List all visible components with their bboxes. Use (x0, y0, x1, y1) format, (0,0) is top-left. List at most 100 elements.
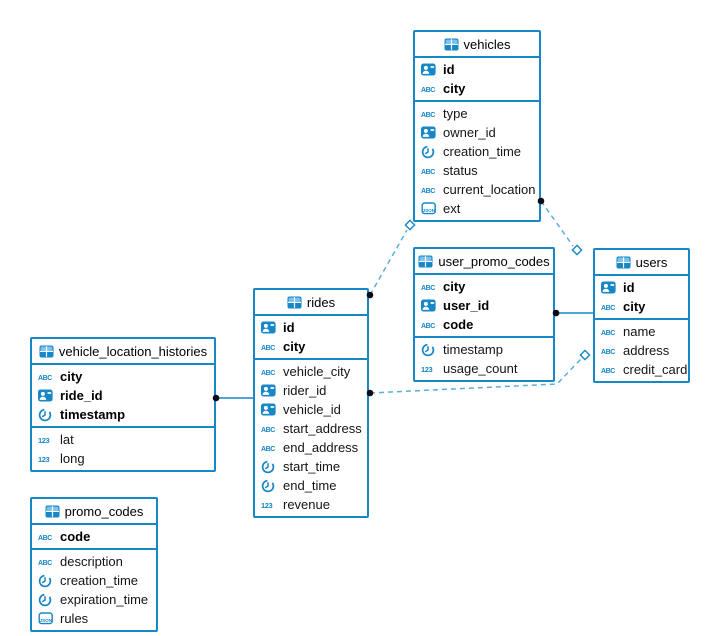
primary-key-column-code[interactable]: ABC code (415, 315, 553, 334)
table-icon (444, 38, 459, 51)
column-name: code (443, 317, 474, 332)
table-header-vehicles[interactable]: vehicles (415, 32, 539, 58)
svg-text:ABC: ABC (421, 323, 435, 330)
column-name: city (443, 279, 466, 294)
column-expiration_time[interactable]: expiration_time (32, 590, 156, 609)
column-long[interactable]: 123 long (32, 449, 214, 468)
primary-key-column-id[interactable]: id (255, 318, 367, 337)
varchar-icon: ABC (601, 302, 618, 312)
table-icon (616, 256, 631, 269)
json-icon: JSON (421, 202, 438, 215)
svg-text:ABC: ABC (421, 188, 435, 195)
primary-key-column-id[interactable]: id (415, 60, 539, 79)
column-creation_time[interactable]: creation_time (32, 571, 156, 590)
varchar-icon: ABC (38, 532, 55, 542)
column-timestamp[interactable]: timestamp (415, 340, 553, 359)
column-name: timestamp (443, 342, 503, 357)
primary-key-column-timestamp[interactable]: timestamp (32, 405, 214, 424)
table-title: user_promo_codes (438, 253, 550, 269)
table-icon (418, 255, 433, 268)
column-name: long (60, 451, 85, 466)
svg-text:ABC: ABC (38, 375, 52, 382)
timestamp-icon (38, 408, 55, 422)
column-name: current_location (443, 182, 536, 197)
column-revenue[interactable]: 123 revenue (255, 495, 367, 514)
relation-vehicles-to-users[interactable] (540, 200, 574, 247)
column-end_time[interactable]: end_time (255, 476, 367, 495)
relation-rides-to-vehicles[interactable] (369, 229, 408, 296)
varchar-icon: ABC (421, 84, 438, 94)
json-icon: JSON (38, 612, 55, 625)
column-vehicle_id[interactable]: vehicle_id (255, 400, 367, 419)
column-lat[interactable]: 123 lat (32, 430, 214, 449)
column-name: city (60, 369, 83, 384)
svg-text:ABC: ABC (601, 305, 615, 312)
svg-text:123: 123 (261, 501, 273, 510)
column-name: vehicle_id (283, 402, 341, 417)
numeric-icon: 123 (261, 500, 278, 510)
numeric-icon: 123 (38, 435, 55, 445)
table-header-rides[interactable]: rides (255, 290, 367, 316)
column-name: lat (60, 432, 74, 447)
id-badge-icon (421, 126, 438, 139)
svg-text:ABC: ABC (601, 349, 615, 356)
table-header-user_promo_codes[interactable]: user_promo_codes (415, 249, 553, 275)
primary-key-column-id[interactable]: id (595, 278, 688, 297)
column-name: revenue (283, 497, 330, 512)
svg-text:ABC: ABC (261, 370, 275, 377)
column-owner_id[interactable]: owner_id (415, 123, 539, 142)
column-current_location[interactable]: ABC current_location (415, 180, 539, 199)
column-start_time[interactable]: start_time (255, 457, 367, 476)
svg-text:ABC: ABC (421, 112, 435, 119)
varchar-icon: ABC (38, 557, 55, 567)
column-name: credit_card (623, 362, 688, 377)
column-creation_time[interactable]: creation_time (415, 142, 539, 161)
column-name: start_time (283, 459, 341, 474)
column-name: end_time (283, 478, 337, 493)
timestamp-icon (38, 574, 55, 588)
table-header-vehicle_location_histories[interactable]: vehicle_location_histories (32, 339, 214, 365)
column-name: rider_id (283, 383, 327, 398)
column-rider_id[interactable]: rider_id (255, 381, 367, 400)
table-header-users[interactable]: users (595, 250, 688, 276)
column-name: id (283, 320, 295, 335)
table-icon (39, 345, 54, 358)
primary-key-column-city[interactable]: ABC city (415, 277, 553, 296)
varchar-icon: ABC (421, 282, 438, 292)
column-name: type (443, 106, 468, 121)
column-type[interactable]: ABC type (415, 104, 539, 123)
svg-text:123: 123 (38, 436, 50, 445)
table-header-promo_codes[interactable]: promo_codes (32, 499, 156, 525)
id-badge-icon (601, 281, 618, 294)
svg-text:ABC: ABC (261, 427, 275, 434)
svg-text:123: 123 (38, 455, 50, 464)
primary-key-column-user_id[interactable]: user_id (415, 296, 553, 315)
primary-key-column-city[interactable]: ABC city (32, 367, 214, 386)
primary-key-column-ride_id[interactable]: ride_id (32, 386, 214, 405)
